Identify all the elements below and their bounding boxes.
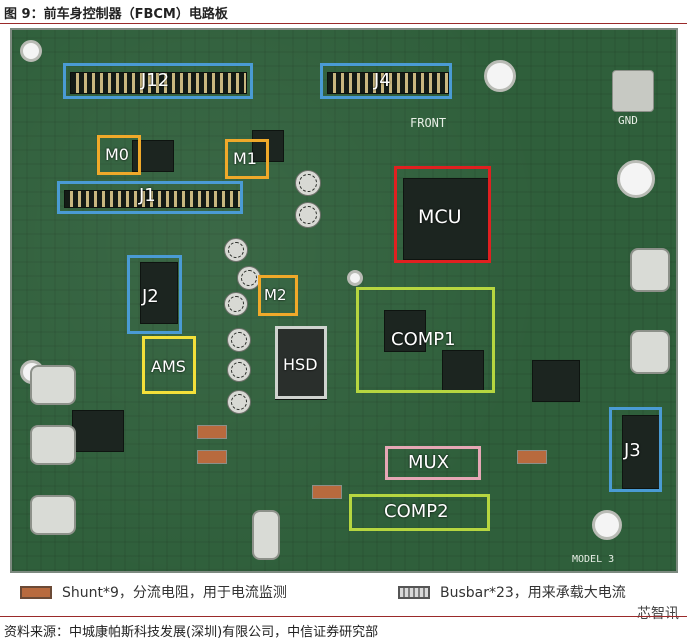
- m1-box: [225, 139, 269, 179]
- m0-label: M0: [105, 145, 129, 164]
- gnd-pad: [612, 70, 654, 112]
- j1-label: J1: [139, 185, 156, 206]
- bottom-connector: [252, 510, 280, 560]
- ic-chip: [384, 310, 426, 352]
- j12-label: J12: [141, 70, 170, 91]
- title-divider: [0, 23, 687, 24]
- m1-label: M1: [233, 149, 257, 168]
- pcb-board-photo: GND FRONT MODEL 3: [10, 28, 678, 573]
- comp2-box: [349, 494, 490, 531]
- ams-box: [142, 336, 196, 394]
- m2-box: [258, 275, 298, 316]
- comp1-box: [356, 287, 495, 393]
- mcu-label: MCU: [418, 206, 462, 228]
- shunt-swatch-icon: [20, 586, 52, 599]
- electrolytic-capacitor: [224, 238, 248, 262]
- j4-label: J4: [374, 70, 391, 91]
- electrolytic-capacitor: [295, 170, 321, 196]
- electrolytic-capacitor: [224, 292, 248, 316]
- source-divider: [0, 616, 687, 617]
- connector-j12-header: [70, 72, 247, 94]
- ic-chip: [72, 410, 124, 452]
- ic-chip: [532, 360, 580, 402]
- legend: Shunt*9，分流电阻，用于电流监测 Busbar*23，用来承载大电流: [0, 575, 687, 611]
- side-connector: [30, 425, 76, 465]
- mounting-hole: [484, 60, 516, 92]
- busbar-legend-text: Busbar*23，用来承载大电流: [440, 585, 626, 601]
- figure-title: 图 9：前车身控制器（FBCM）电路板: [4, 7, 228, 22]
- comp1-label: COMP1: [391, 329, 456, 350]
- j2-box: [127, 255, 182, 334]
- mcu-chip: [403, 178, 489, 260]
- electrolytic-capacitor: [295, 202, 321, 228]
- mounting-hole: [347, 270, 363, 286]
- hsd-label: HSD: [283, 355, 318, 374]
- source-note: 资料来源：中城康帕斯科技发展(深圳)有限公司，中信证券研究部: [4, 625, 379, 640]
- side-connector: [630, 248, 670, 292]
- j3-box: [609, 407, 662, 492]
- electrolytic-capacitor: [227, 328, 251, 352]
- mux-box: [385, 446, 481, 480]
- electrolytic-capacitor: [237, 266, 261, 290]
- side-connector: [30, 365, 76, 405]
- j4-box: [320, 63, 452, 99]
- shunt-resistor: [197, 425, 227, 439]
- side-connector: [30, 495, 76, 535]
- shunt-resistor: [312, 485, 342, 499]
- side-connector: [630, 330, 670, 374]
- watermark: 芯智讯: [637, 606, 679, 622]
- j12-box: [63, 63, 253, 99]
- mounting-hole: [20, 40, 42, 62]
- electrolytic-capacitor: [227, 390, 251, 414]
- busbar-swatch-icon: [398, 586, 430, 599]
- model-silk: MODEL 3: [572, 554, 615, 565]
- m2-label: M2: [264, 286, 287, 304]
- electrolytic-capacitor: [227, 358, 251, 382]
- mounting-hole: [617, 160, 655, 198]
- mcu-box: [394, 166, 491, 263]
- ic-chip: [140, 262, 178, 324]
- ic-chip: [622, 415, 660, 489]
- j3-label: J3: [624, 440, 641, 461]
- front-silk: FRONT: [410, 116, 447, 130]
- m0-box: [97, 135, 141, 175]
- gnd-silk: GND: [618, 114, 638, 127]
- mux-label: MUX: [408, 452, 450, 473]
- j2-label: J2: [142, 286, 159, 307]
- shunt-resistor: [517, 450, 547, 464]
- comp2-label: COMP2: [384, 501, 449, 522]
- hsd-box: [275, 326, 327, 399]
- j1-box: [57, 181, 243, 214]
- shunt-resistor: [197, 450, 227, 464]
- shunt-legend-text: Shunt*9，分流电阻，用于电流监测: [62, 585, 287, 601]
- connector-j4-header: [327, 72, 449, 94]
- ams-label: AMS: [151, 357, 186, 376]
- mounting-hole: [592, 510, 622, 540]
